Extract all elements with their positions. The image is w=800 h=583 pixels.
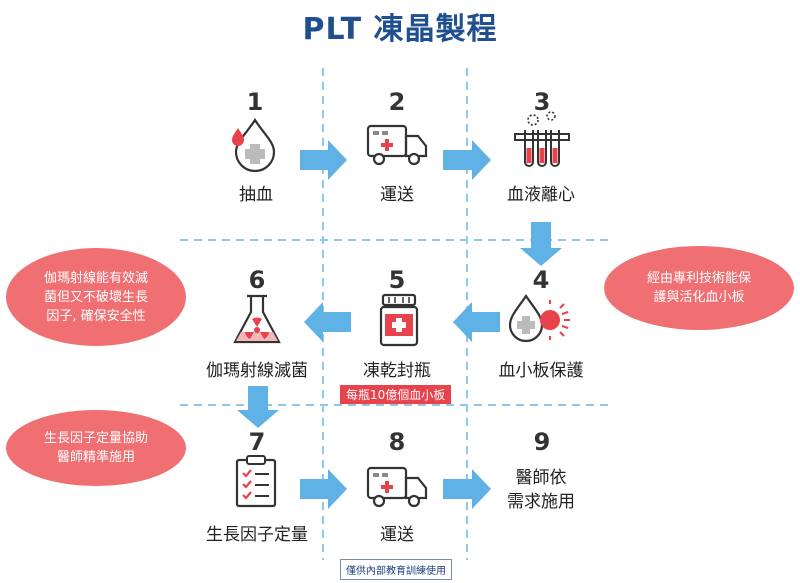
- page-title: PLT 凍晶製程: [302, 12, 498, 47]
- arrow-down-2: [237, 386, 279, 428]
- arrow-down-1: [520, 222, 562, 266]
- step-4-label: 血小板保護: [498, 361, 584, 381]
- arrow-right-2: [443, 140, 491, 180]
- ambulance-icon: [366, 124, 428, 166]
- test-tubes-icon: [514, 111, 570, 167]
- bubble-platelet-protection: 經由專利技術能保 護與活化血小板: [604, 246, 794, 330]
- step-4-number: 4: [532, 266, 550, 294]
- step-9-label: 醫師依 需求施用: [491, 466, 591, 514]
- bubble-left-top-line1: 伽瑪射線能有效滅: [43, 270, 148, 286]
- step-6-label: 伽瑪射線滅菌: [206, 361, 308, 381]
- step-2-number: 2: [388, 88, 406, 116]
- step-7-label: 生長因子定量: [206, 525, 308, 545]
- arrow-right-4: [443, 469, 491, 509]
- step-1-label: 抽血: [239, 185, 273, 205]
- step-5-label: 凍乾封瓶: [363, 361, 431, 381]
- flask-radiation-icon: [233, 294, 281, 344]
- bubble-left-top-line2: 菌但又不破壞生長: [43, 289, 148, 305]
- arrow-right-3: [300, 469, 347, 509]
- step-8-number: 8: [388, 428, 406, 456]
- platelet-drop-icon: [508, 294, 570, 343]
- bubble-growth-factor: 生長因子定量協助 醫師精準施用: [6, 410, 186, 486]
- step-6-number: 6: [248, 266, 266, 294]
- blood-drop-icon: [232, 117, 276, 172]
- medicine-bottle-icon: [379, 293, 419, 347]
- step-7-number: 7: [248, 428, 266, 456]
- step-8-label: 運送: [380, 525, 414, 545]
- bubble-right-line2: 護與活化血小板: [653, 290, 745, 305]
- step-9-label-line2: 需求施用: [507, 492, 575, 512]
- clipboard-checklist-icon: [235, 455, 277, 508]
- arrow-left-1: [453, 302, 500, 342]
- step-5-tag: 每瓶10億個血小板: [340, 385, 452, 404]
- bubble-left-bottom-line2: 醫師精準施用: [56, 450, 135, 465]
- arrow-left-2: [304, 302, 351, 342]
- step-5-number: 5: [388, 266, 406, 294]
- step-9-number: 9: [533, 428, 551, 456]
- step-3-number: 3: [533, 88, 551, 116]
- bubble-left-bottom-line1: 生長因子定量協助: [43, 431, 148, 446]
- bubble-right-line1: 經由專利技術能保: [646, 271, 751, 286]
- step-9-label-line1: 醫師依: [515, 468, 567, 488]
- bubble-left-top-line3: 因子, 確保安全性: [46, 308, 146, 324]
- step-3-label: 血液離心: [507, 185, 575, 205]
- step-1-number: 1: [246, 88, 264, 116]
- step-2-label: 運送: [380, 185, 414, 205]
- footer-note: 僅供內部教育訓練使用: [340, 559, 452, 580]
- bubble-gamma-sterilization: 伽瑪射線能有效滅 菌但又不破壞生長 因子, 確保安全性: [6, 248, 186, 346]
- arrow-right-1: [300, 140, 347, 180]
- ambulance-icon-2: [366, 466, 428, 508]
